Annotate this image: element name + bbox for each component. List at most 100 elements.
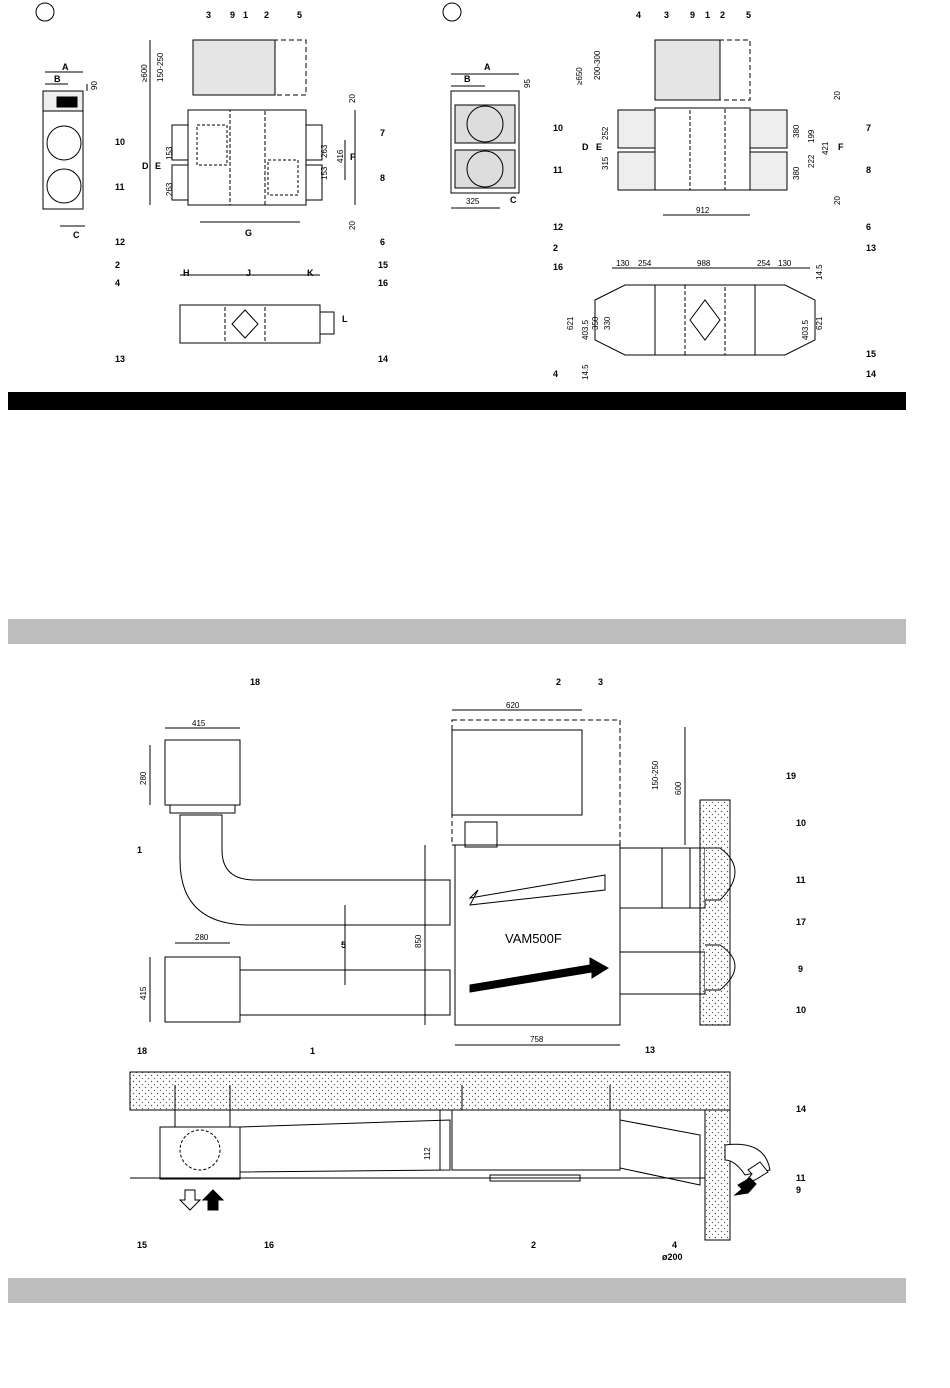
callout-15: 15 — [378, 260, 388, 270]
label-g: G — [245, 228, 252, 238]
b-dim-14-5b: 14.5 — [581, 364, 590, 380]
inst-dim-150-250: 150-250 — [651, 760, 660, 790]
callout-10: 10 — [115, 137, 125, 147]
b-dim-222: 222 — [807, 154, 816, 168]
b-dim-621a: 621 — [566, 316, 575, 330]
label-e: E — [155, 161, 161, 171]
sv-callout-11: 11 — [796, 1173, 806, 1183]
inst-dim-600: 600 — [674, 781, 683, 795]
sv-callout-14: 14 — [796, 1104, 806, 1114]
dim-150-250: 150-250 — [156, 52, 165, 82]
inst-callout-11: 11 — [796, 875, 806, 885]
b-dim-380b: 380 — [792, 166, 801, 180]
sv-dim-112: 112 — [423, 1147, 432, 1160]
b-callout-10: 10 — [553, 123, 563, 133]
inst-dim-620: 620 — [506, 701, 520, 710]
b-dim-330: 330 — [603, 316, 612, 330]
callout-13: 13 — [115, 354, 125, 364]
callout-3: 3 — [206, 10, 211, 20]
b-dim-621b: 621 — [815, 316, 824, 330]
callout-6: 6 — [380, 237, 385, 247]
inst-callout-19: 19 — [786, 771, 796, 781]
b-callout-9: 9 — [690, 10, 695, 20]
label-f: F — [350, 152, 356, 162]
b-dim-252: 252 — [601, 126, 610, 140]
dim-263b: 263 — [320, 144, 329, 158]
inst-dim-280b: 280 — [195, 933, 209, 942]
side-view-drawing — [129, 1071, 771, 1241]
b-dim-14-5a: 14.5 — [815, 264, 824, 280]
b-label-b: B — [464, 74, 471, 84]
label-c: C — [73, 230, 80, 240]
b-label-c: C — [510, 195, 517, 205]
callout-16: 16 — [378, 278, 388, 288]
label-j: J — [246, 268, 251, 278]
label-h2: K — [307, 268, 314, 278]
dim-153a: 153 — [165, 146, 174, 160]
diagram-b-text: 4 3 9 1 2 5 A B C D E F 10 11 7 8 12 6 2… — [464, 10, 876, 380]
b-dim-200-300: 200-300 — [593, 50, 602, 80]
b-callout-1: 1 — [705, 10, 710, 20]
b-dim-325: 325 — [466, 197, 480, 206]
side-view-text: 13 14 11 9 15 16 2 4 ø200 112 — [137, 1045, 806, 1262]
sv-callout-2: 2 — [531, 1240, 536, 1250]
spec-table-body — [8, 412, 906, 426]
b-label-e: E — [596, 142, 602, 152]
b-callout-4b: 4 — [553, 369, 558, 379]
b-callout-16: 16 — [553, 262, 563, 272]
sv-callout-15: 15 — [137, 1240, 147, 1250]
inst-dim-415a: 415 — [192, 719, 206, 728]
b-label-a: A — [484, 62, 491, 72]
section-band-top — [8, 619, 906, 644]
inst-callout-9: 9 — [798, 964, 803, 974]
dim-20a: 20 — [348, 94, 357, 103]
table-row — [8, 424, 83, 426]
b-callout-2b: 2 — [553, 243, 558, 253]
label-l: L — [342, 314, 348, 324]
inst-dim-280a: 280 — [139, 771, 148, 785]
inst-callout-3: 3 — [598, 677, 603, 687]
inst-callout-17: 17 — [796, 917, 806, 927]
callout-5: 5 — [297, 10, 302, 20]
dim-263a: 263 — [165, 182, 174, 196]
b-callout-2: 2 — [720, 10, 725, 20]
inst-callout-18b: 18 — [137, 1046, 147, 1056]
b-label-d: D — [582, 142, 589, 152]
b-callout-13: 13 — [866, 243, 876, 253]
b-dim-380a: 380 — [792, 124, 801, 138]
callout-9: 9 — [230, 10, 235, 20]
label-b: B — [54, 74, 61, 84]
callout-7: 7 — [380, 128, 385, 138]
b-dim-350: 350 — [591, 316, 600, 330]
b-dim-403-5b: 403.5 — [801, 319, 810, 340]
dim-416: 416 — [336, 149, 345, 163]
spec-table — [8, 392, 906, 410]
callout-11: 11 — [115, 182, 125, 192]
callout-4: 4 — [115, 278, 120, 288]
diagram-a-text: A B C D E F G H J K K L 3 9 1 2 5 10 11 … — [54, 10, 388, 364]
inst-dim-850: 850 — [414, 934, 423, 948]
b-dim-315: 315 — [601, 156, 610, 170]
inst-callout-1b: 1 — [310, 1046, 315, 1056]
dim-90: 90 — [90, 81, 99, 90]
model-name: VAM500F — [505, 931, 562, 946]
b-callout-7: 7 — [866, 123, 871, 133]
callout-8: 8 — [380, 173, 385, 183]
installation-drawing — [149, 709, 736, 1046]
b-callout-3: 3 — [664, 10, 669, 20]
sv-callout-4: 4 — [672, 1240, 677, 1250]
b-dim-988: 988 — [697, 259, 711, 268]
label-h: H — [183, 268, 190, 278]
dim-153b: 153 — [320, 166, 329, 180]
inst-callout-1a: 1 — [137, 845, 142, 855]
sv-dim-o200: ø200 — [662, 1252, 683, 1262]
installation-text: VAM500F 1 1 2 3 5 9 10 10 11 17 18 18 19… — [137, 677, 806, 1056]
b-label-f: F — [838, 142, 844, 152]
inst-callout-2: 2 — [556, 677, 561, 687]
inst-callout-10b: 10 — [796, 1005, 806, 1015]
label-d: D — [142, 161, 149, 171]
callout-1: 1 — [243, 10, 248, 20]
b-dim-130a: 130 — [616, 259, 630, 268]
b-dim-403-5a: 403.5 — [581, 319, 590, 340]
